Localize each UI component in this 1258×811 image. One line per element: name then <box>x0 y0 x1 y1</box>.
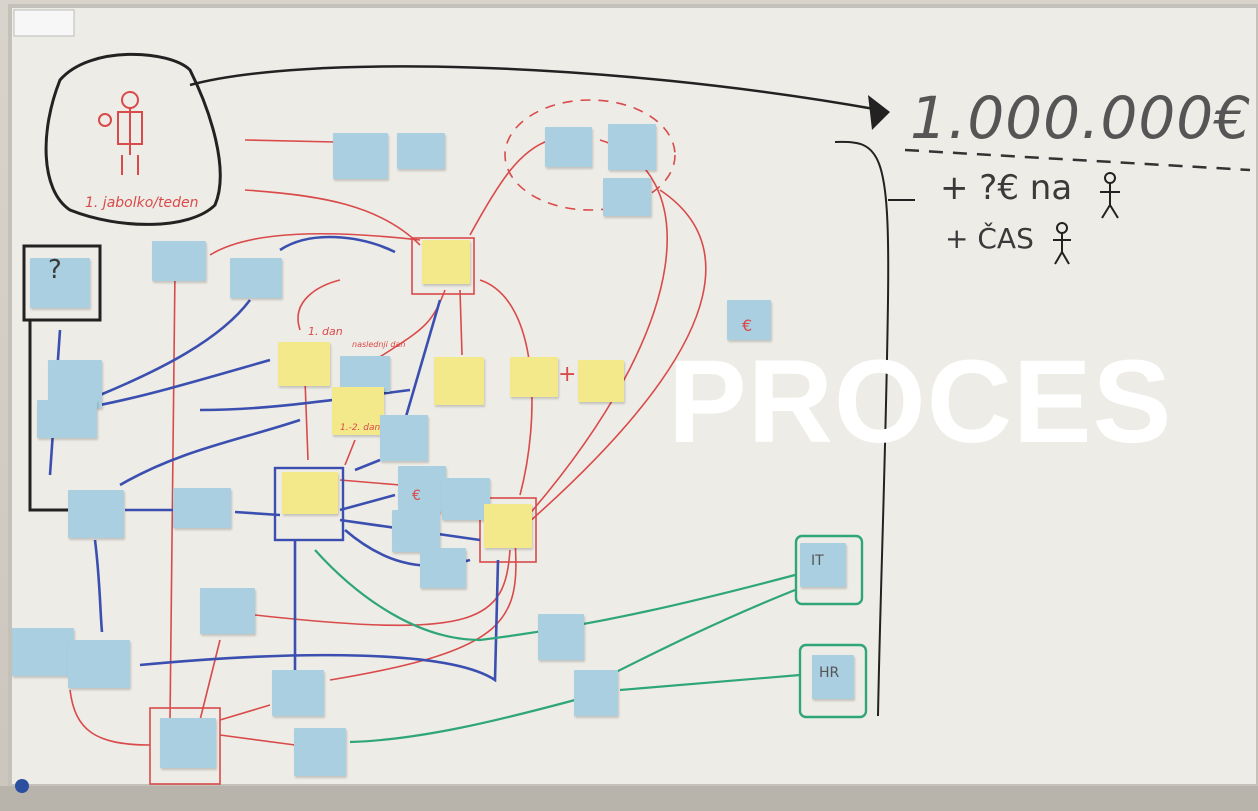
sticky-note <box>68 640 130 688</box>
sticky-note <box>160 718 216 768</box>
green-flow-arrows <box>314 549 801 744</box>
sticky-note <box>574 670 618 716</box>
sticky-note <box>510 357 558 397</box>
goal-amount: 1.000.000€ <box>910 84 1253 152</box>
sticky-note <box>800 543 846 587</box>
overlay-title: PROCES <box>668 336 1173 468</box>
sticky-note <box>173 488 231 528</box>
sticky-note <box>442 478 490 520</box>
sticky-note <box>294 728 346 776</box>
question-mark: ? <box>48 255 62 285</box>
blue-frame <box>273 466 345 542</box>
label-day-one: 1. dan <box>308 325 343 338</box>
red-frame-bottom <box>149 707 221 785</box>
sticky-note <box>398 466 446 512</box>
sticky-note <box>30 258 90 308</box>
note-label-hr: HR <box>819 665 840 681</box>
stick-figure-icon <box>1100 172 1120 219</box>
sticky-note <box>812 655 854 699</box>
note-euro-right: € <box>742 316 753 335</box>
sticky-note <box>727 300 771 340</box>
board-sticker <box>13 9 75 37</box>
dashed-underline <box>904 148 1251 172</box>
sticky-note <box>538 614 584 660</box>
sticky-note <box>333 133 388 179</box>
note-euro-center: € <box>412 488 421 504</box>
note-label-it: IT <box>811 553 824 569</box>
cost-line: + ?€ na <box>940 168 1073 208</box>
arrow-to-goal <box>189 65 881 112</box>
sticky-note <box>68 490 124 538</box>
sticky-note <box>397 133 445 169</box>
sticky-note <box>484 504 532 548</box>
sticky-note <box>37 400 97 438</box>
board-divider <box>834 140 890 717</box>
sticky-note <box>332 387 384 435</box>
customer-outline <box>44 52 222 226</box>
sticky-note <box>152 241 206 281</box>
left-bracket <box>28 320 70 512</box>
red-frame-top <box>411 237 475 295</box>
sticky-note <box>422 240 470 284</box>
customer-caption: 1. jabolko/teden <box>85 195 199 211</box>
sticky-note <box>12 628 74 676</box>
green-frame-bottom <box>798 643 868 719</box>
question-box <box>22 244 102 322</box>
sticky-note <box>608 124 656 170</box>
sticky-note <box>278 342 330 386</box>
label-next-day: naslednji dan <box>352 340 406 349</box>
sticky-note <box>420 548 466 588</box>
sticky-note <box>230 258 282 298</box>
sticky-note <box>603 178 651 216</box>
label-days: 1.-2. dan <box>340 423 381 433</box>
marker-cap <box>15 779 29 793</box>
red-frame-mid <box>479 497 537 563</box>
sticky-note <box>282 472 338 514</box>
sticky-note <box>380 415 428 461</box>
time-line: + ČAS <box>945 222 1034 255</box>
stick-figure-icon <box>1053 222 1071 265</box>
sticky-note <box>272 670 324 716</box>
dashed-group-circle <box>504 99 676 211</box>
sticky-note <box>434 357 484 405</box>
green-frame-top <box>794 534 864 606</box>
marker-tray <box>0 786 1258 811</box>
sticky-note <box>545 127 592 167</box>
sticky-note <box>200 588 255 634</box>
sticky-note <box>392 510 440 552</box>
arrow-head-goal <box>868 95 890 130</box>
sticky-note <box>578 360 624 402</box>
customer-figure-icon <box>98 91 143 175</box>
plus-sign: + <box>558 362 577 387</box>
sticky-note <box>340 356 390 392</box>
